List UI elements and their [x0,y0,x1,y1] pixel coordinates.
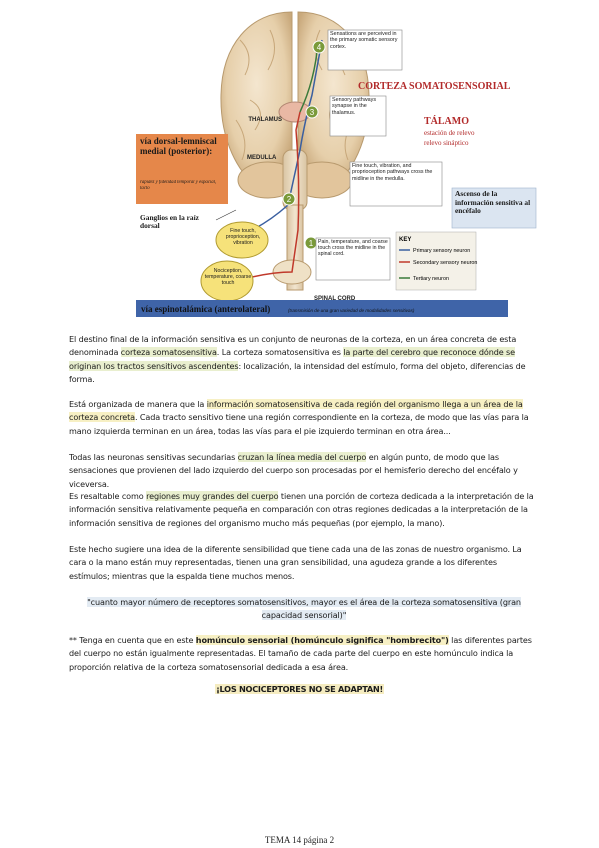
p1-text-c: : localización, la intensidad del estímu… [69,360,526,385]
paragraph-crossing: Todas las neuronas sensitivas secundaria… [69,451,539,491]
nociception-label: Nociception, temperature, coarse touch [204,268,252,287]
p6-text-a: ** Tenga en cuenta que en este [69,635,196,645]
nociceptor-warning: ¡LOS NOCICEPTORES NO SE ADAPTAN! [0,684,599,694]
spinal-cord-label: SPINAL CORD [314,296,356,302]
key-primary: Primary sensory neuron [413,248,470,254]
p4-text-a: Es resaltable como [69,491,147,501]
paragraph-organization: Está organizada de manera que la informa… [69,398,539,438]
spinothalamic-sub: (transmisión de una gran variedad de mod… [288,308,415,313]
spinothalamic-title: vía espinotalámica (anterolateral) [141,304,270,314]
quote-receptors: "cuanto mayor número de receptores somat… [69,596,539,623]
p6-text-b: las diferentes partes del cuerpo no está… [69,635,532,672]
p2-text-b: . Cada tracto sensitivo tiene una región… [69,412,529,436]
pain-note: Pain, temperature, and coarse touch cros… [318,239,388,258]
warning-text: ¡LOS NOCICEPTORES NO SE ADAPTAN! [215,684,384,694]
ganglios-label: Ganglios en la raíz dorsal [140,214,199,231]
p1-text-a: El destino final de la información sensi… [69,334,517,358]
step-3-label: 3 [310,108,315,117]
dorsal-title: vía dorsal-lemniscal medial (posterior): [140,136,217,157]
medulla-note: Fine touch, vibration, and proprioceptio… [352,163,433,182]
key-title: KEY [399,237,411,243]
paragraph-sensitivity: Este hecho sugiere una idea de la difere… [69,544,522,581]
key-secondary: Secondary sensory neuron [413,260,477,266]
dorsal-box [136,134,228,204]
key-tertiary: Tertiary neuron [413,276,449,282]
dorsal-sub: rapidez y fidelidad temporal y espacial,… [140,180,217,191]
quote-text: "cuanto mayor número de receptores somat… [87,597,521,621]
p1-highlight-a: corteza somatosensitiva [120,347,217,358]
p4-highlight: regiones muy grandes del cuerpo [146,491,279,501]
step-1-label: 1 [309,239,314,248]
p3-text-a: Todas las neuronas sensitivas secundaria… [69,452,238,462]
p4-text-b: tienen una porción de corteza dedicada a… [69,491,534,528]
talamo-sub-1: estación de relevo [424,129,475,137]
p6-highlight: homúnculo sensorial (homúnculo significa… [195,635,449,645]
paragraph-cortex-intro: El destino final de la información sensi… [69,333,539,387]
legend-key: KEY Primary sensory neuron Secondary sen… [395,231,477,291]
talamo-sub-2: relevo sináptico [424,139,469,147]
thalamus-label: THALAMUS [248,117,282,123]
step-4-label: 4 [317,43,322,52]
step-markers: 4 3 2 1 [282,40,326,250]
cortex-title: CORTEZA SOMATOSENSORIAL [358,81,511,92]
ascenso-label: Ascenso de la información sensitiva al e… [455,190,531,216]
cortex-note: Sensations are perceived in the primary … [330,31,398,50]
p2-text-a: Está organizada de manera que la [69,399,207,409]
thalamus-note: Sensory pathways synapse in the thalamus… [332,97,377,116]
paragraph-homunculus: ** Tenga en cuenta que en este homúnculo… [69,634,539,674]
medulla-label: MEDULLA [247,155,277,161]
spinothalamic-banner [136,300,508,317]
paragraph-regions: Es resaltable como regiones muy grandes … [69,490,539,530]
neuroanatomy-figure: 4 3 2 1 Sensations are perceived in the … [136,11,537,317]
p3-highlight: cruzan la línea media del cuerpo [237,452,367,462]
talamo-title: TÁLAMO [424,115,469,127]
fine-touch-label: Fine touch, proprioception, vibration [225,228,261,247]
page-footer: TEMA 14 página 2 [264,835,335,845]
step-2-label: 2 [287,195,292,204]
p3-text-b: en algún punto, de modo que las sensacio… [69,452,518,489]
p1-text-b: . La corteza somatosensitiva es [216,347,344,358]
